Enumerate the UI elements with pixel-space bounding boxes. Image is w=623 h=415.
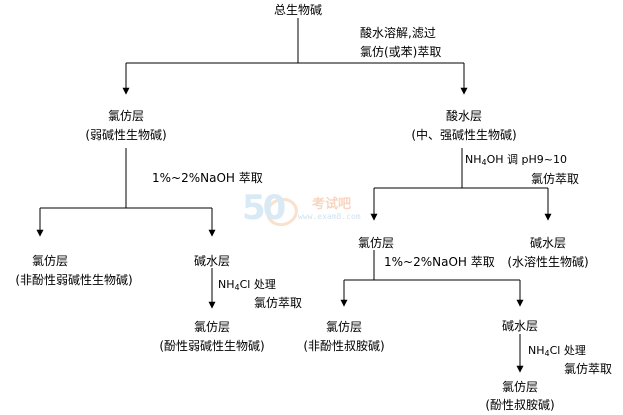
node-acid: 酸水层 (445, 109, 483, 123)
watermark-name: 考试吧 (312, 197, 352, 212)
step-ph-adjust: NH4OH 调 pH9~10 (465, 153, 567, 167)
step-naoh-1: 1%~2%NaOH 萃取 (152, 171, 263, 185)
node-chcl3-3: 氯仿层 (193, 320, 231, 334)
node-base-3: 碱水层 (501, 319, 539, 333)
step-naoh-2: 1%~2%NaOH 萃取 (384, 255, 495, 269)
step-ph-sub: 4 (481, 158, 487, 167)
node-base-2: 碱水层 (529, 236, 567, 250)
step-ph-rest: OH 调 pH9~10 (486, 153, 567, 166)
node-chcl3-1: 氯仿层 (107, 109, 145, 123)
exam8-watermark-logo: 50 考试吧 www.exam8.com (242, 188, 361, 232)
node-chcl3-2: 氯仿层 (31, 254, 69, 268)
node-chcl3-5-desc: (非酚性叔胺碱) (303, 339, 385, 353)
node-base-1: 碱水层 (193, 254, 231, 268)
node-chcl3-1-desc: (弱碱性生物碱) (85, 128, 167, 142)
step-nh4cl-1-extract: 氯仿萃取 (254, 296, 303, 310)
step-nh4cl-2: NH4Cl 处理 (528, 344, 586, 358)
step-nh4cl-1-rest: Cl 处理 (239, 278, 276, 291)
step-nh4cl-2-extract: 氯仿萃取 (564, 362, 613, 376)
node-root: 总生物碱 (273, 3, 323, 17)
step-ph-nh: NH (465, 153, 482, 166)
step-nh4cl-1-sub: 4 (234, 283, 240, 292)
node-chcl3-6-desc: (酚性叔胺碱) (485, 398, 555, 412)
node-chcl3-6: 氯仿层 (501, 380, 539, 394)
node-chcl3-4: 氯仿层 (357, 236, 395, 250)
step-nh4cl-2-rest: Cl 处理 (549, 344, 586, 357)
step-nh4cl-2-nh: NH (528, 344, 545, 357)
step-dissolve: 酸水溶解,滤过 (360, 26, 436, 40)
watermark-url: www.exam8.com (298, 212, 361, 221)
step-ph-extract: 氯仿萃取 (531, 172, 580, 186)
step-nh4cl-2-sub: 4 (544, 349, 550, 358)
node-chcl3-2-desc: (非酚性弱碱性生物碱) (15, 273, 133, 287)
node-base-2-desc: (水溶性生物碱) (507, 255, 589, 269)
watermark-digits: 50 (242, 188, 286, 228)
node-chcl3-3-desc: (酚性弱碱性生物碱) (159, 339, 265, 353)
step-nh4cl-1: NH4Cl 处理 (218, 278, 276, 292)
step-extract-benzene: 氯仿(或苯)萃取 (360, 45, 442, 59)
node-chcl3-5: 氯仿层 (325, 320, 363, 334)
node-acid-desc: (中、强碱性生物碱) (411, 128, 517, 142)
step-nh4cl-1-nh: NH (218, 278, 235, 291)
